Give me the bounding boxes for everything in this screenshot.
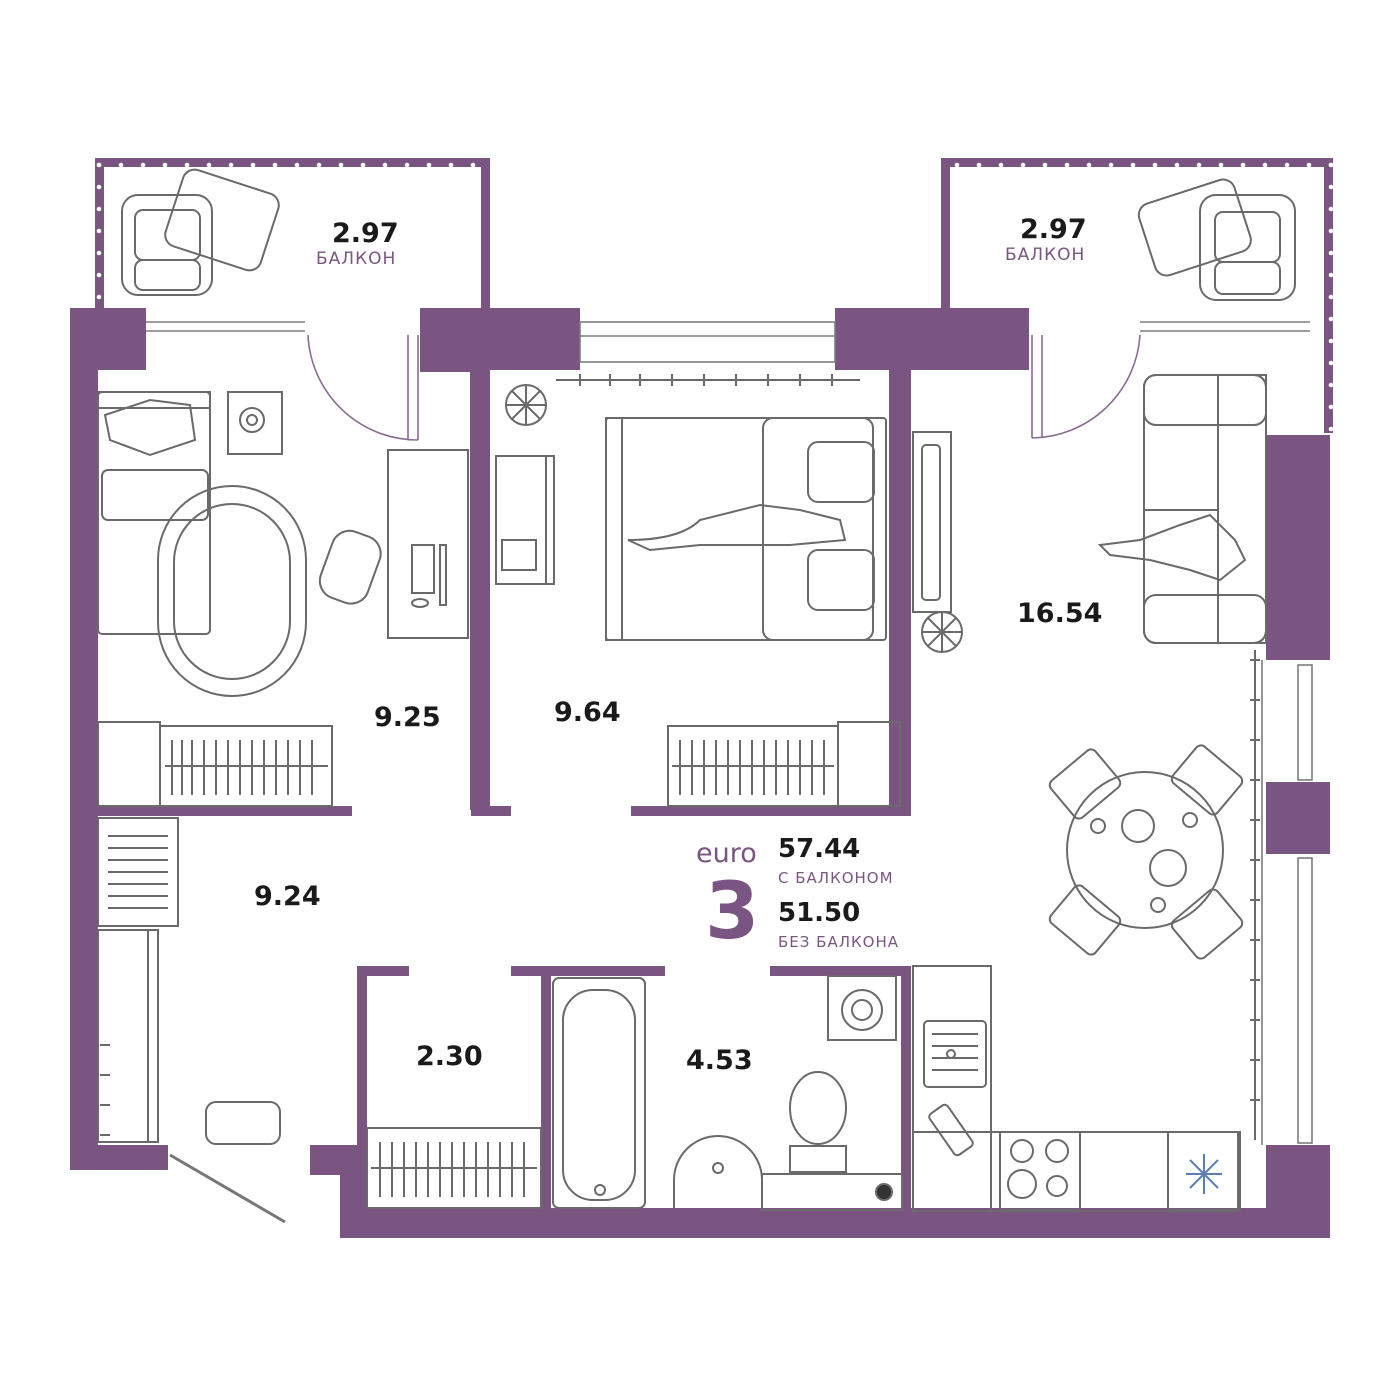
living-furniture (1048, 374, 1267, 1140)
balcony-left-area: 2.97 (332, 218, 399, 249)
balcony-left-furniture (121, 168, 280, 296)
bathroom-area: 4.53 (686, 1045, 753, 1076)
without-balcony-label: БЕЗ БАЛКОНА (778, 933, 899, 951)
storage-furniture (366, 1127, 542, 1209)
hallway-furniture (97, 817, 281, 1145)
bedroom-left-furniture (97, 391, 469, 807)
balcony-right-area: 2.97 (1020, 214, 1087, 245)
room-count: 3 (705, 867, 760, 957)
bedroom-middle-area: 9.64 (554, 697, 621, 728)
balcony-left-label: БАЛКОН (316, 249, 397, 269)
windows (146, 321, 1313, 1145)
living-kitchen-area: 16.54 (1017, 598, 1103, 629)
with-balcony-label: С БАЛКОНОМ (778, 869, 894, 887)
bedroom-middle-furniture (495, 374, 963, 807)
doors (307, 334, 1141, 441)
balcony-right-label: БАЛКОН (1005, 245, 1086, 265)
brand-label: euro (696, 838, 757, 869)
bedroom-left-area: 9.25 (374, 702, 441, 733)
balcony-right-railing (941, 158, 1333, 433)
kitchen-furniture (912, 965, 1241, 1212)
balcony-left-railing (95, 158, 490, 308)
area-without-balcony: 51.50 (778, 898, 861, 928)
entry-door (169, 1153, 286, 1224)
storage-area: 2.30 (416, 1041, 483, 1072)
area-with-balcony: 57.44 (778, 834, 861, 864)
hallway-area: 9.24 (254, 881, 321, 912)
balcony-right-furniture (1137, 178, 1296, 301)
walls (70, 308, 1330, 1238)
bathroom-furniture (552, 975, 903, 1211)
